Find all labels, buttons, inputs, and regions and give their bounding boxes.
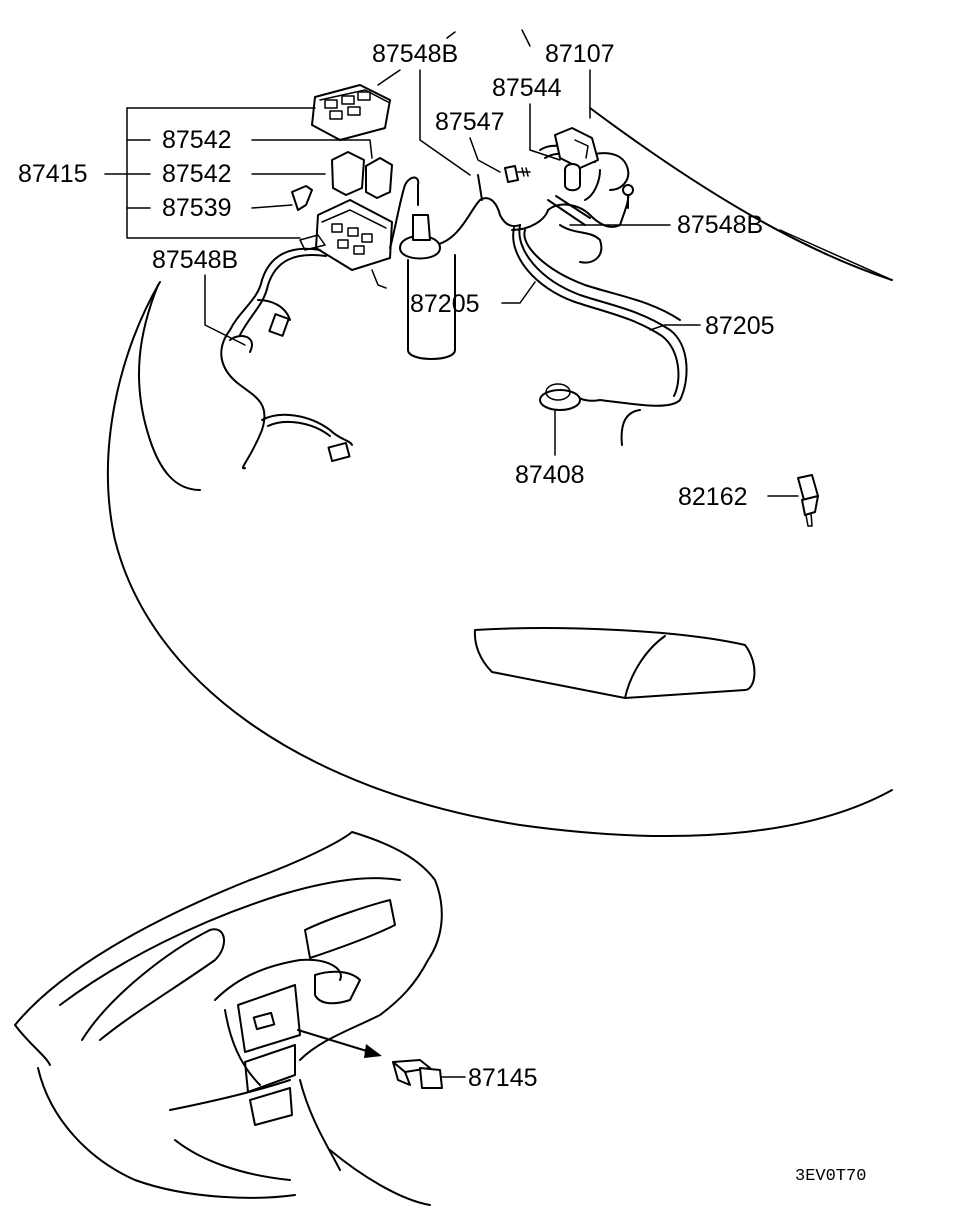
label-87145: 87145 xyxy=(468,1064,538,1092)
sensor-82162 xyxy=(797,474,819,527)
label-87205-b: 87205 xyxy=(705,312,775,340)
switch-87145 xyxy=(392,1059,443,1089)
label-87408: 87408 xyxy=(515,461,585,489)
bracket-87415 xyxy=(104,107,316,239)
label-87548B-right: 87548B xyxy=(677,211,763,239)
part-labels: 87548B 87107 87544 87547 87542 87542 874… xyxy=(18,40,866,1186)
label-87205-a: 87205 xyxy=(410,290,480,318)
label-87544: 87544 xyxy=(492,74,562,102)
grommet-87408 xyxy=(539,383,581,411)
leader-lines xyxy=(204,69,893,1078)
label-87107: 87107 xyxy=(545,40,615,68)
lamp-lens xyxy=(473,627,756,699)
dashboard-outline xyxy=(14,831,443,1206)
car-body-outline xyxy=(106,29,893,838)
label-87548B-left: 87548B xyxy=(152,246,238,274)
label-82162: 82162 xyxy=(678,483,748,511)
relay-box-assembly xyxy=(291,84,393,289)
label-87548B-top: 87548B xyxy=(372,40,458,68)
label-87415: 87415 xyxy=(18,160,88,188)
label-87539: 87539 xyxy=(162,194,232,222)
canister-87205 xyxy=(399,214,456,360)
screw-87547 xyxy=(504,165,531,183)
label-87542-b: 87542 xyxy=(162,160,232,188)
label-87542-a: 87542 xyxy=(162,126,232,154)
diagram-code: 3EV0T70 xyxy=(795,1167,866,1186)
label-87547: 87547 xyxy=(435,108,505,136)
part-87107 xyxy=(554,127,599,192)
